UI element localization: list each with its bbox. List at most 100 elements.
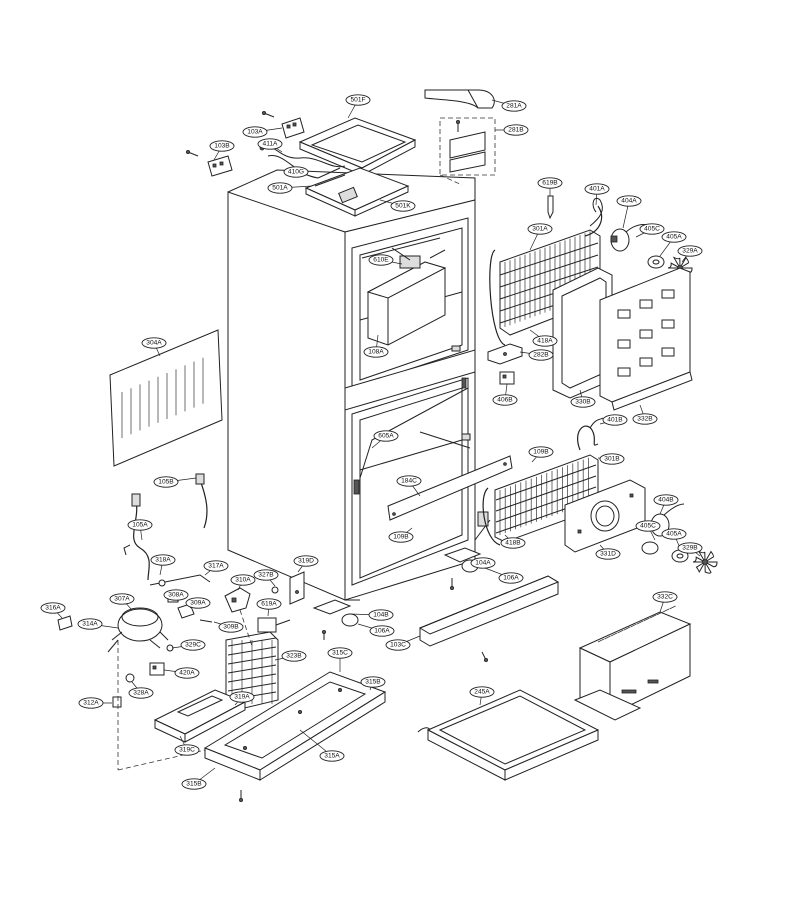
- part-number: 619B: [542, 180, 558, 187]
- part-number: 501A: [272, 185, 288, 192]
- part-number: 319C: [179, 747, 195, 754]
- part-number: 501K: [395, 203, 411, 210]
- part-number: 332B: [637, 416, 653, 423]
- part-label: 301A: [527, 223, 553, 235]
- part-number: 103C: [390, 642, 406, 649]
- label-bubble: [78, 697, 104, 709]
- part-number: 301B: [604, 456, 620, 463]
- part-label: 307A: [109, 593, 135, 605]
- part-number: 315B: [365, 679, 381, 686]
- part-label: 105A: [127, 519, 153, 531]
- part-282B: [487, 343, 523, 365]
- part-number: 332C: [657, 594, 673, 601]
- part-number: 319D: [298, 558, 314, 565]
- part-label: 405A: [661, 231, 687, 243]
- part-label: 406B: [492, 394, 518, 406]
- part-number: 418B: [505, 540, 521, 547]
- switch-103A: [281, 117, 305, 139]
- back-cover-304A: [109, 329, 223, 467]
- part-label: 104B: [368, 609, 394, 621]
- label-bubble: [174, 667, 200, 679]
- part-label: 328A: [128, 687, 154, 699]
- part-number: 501F: [350, 97, 365, 104]
- label-bubble: [363, 346, 389, 358]
- label-bubble: [40, 602, 66, 614]
- part-label: 501A: [267, 182, 293, 194]
- part-label: 405C: [639, 223, 665, 235]
- part-label: 405C: [635, 520, 661, 532]
- part-number: 309A: [190, 600, 206, 607]
- drawer-245A: [417, 689, 600, 781]
- part-label: 105B: [153, 476, 179, 488]
- part-label: 281A: [501, 100, 527, 112]
- part-label: 329B: [677, 542, 703, 554]
- part-label: 281B: [503, 124, 529, 136]
- label-bubble: [616, 195, 642, 207]
- evaporator-301B: [482, 425, 599, 546]
- label-bubble: [369, 625, 395, 637]
- part-label: 316A: [40, 602, 66, 614]
- label-bubble: [527, 223, 553, 235]
- label-bubble: [181, 778, 207, 790]
- part-label: 411A: [257, 138, 283, 150]
- part-label: 304A: [141, 337, 167, 349]
- part-number: 327B: [258, 572, 274, 579]
- label-bubble: [537, 177, 563, 189]
- foot-104B: [312, 599, 359, 627]
- part-label: 401B: [602, 414, 628, 426]
- label-bubble: [639, 223, 665, 235]
- part-label: 323B: [281, 650, 307, 662]
- label-bubble: [281, 650, 307, 662]
- wire-605A: [359, 387, 469, 479]
- control-panel: [304, 167, 410, 217]
- part-label: 410G: [283, 166, 309, 178]
- part-number: 309B: [223, 624, 239, 631]
- part-label: 317A: [203, 560, 229, 572]
- label-bubble: [602, 414, 628, 426]
- ice-maker-assembly: [361, 237, 447, 346]
- part-label: 312A: [78, 697, 104, 709]
- label-bubble: [677, 245, 703, 257]
- label-bubble: [293, 555, 319, 567]
- part-number: 314A: [82, 621, 98, 628]
- label-bubble: [150, 554, 176, 566]
- part-number: 405C: [644, 226, 660, 233]
- heater-401B: [589, 417, 604, 429]
- label-bubble: [503, 124, 529, 136]
- label-bubble: [500, 537, 526, 549]
- part-number: 317A: [208, 563, 224, 570]
- part-number: 282B: [533, 352, 549, 359]
- label-bubble: [635, 520, 661, 532]
- part-label: 619B: [537, 177, 563, 189]
- part-number: 329C: [185, 642, 201, 649]
- label-bubble: [319, 750, 345, 762]
- part-number: 315B: [186, 781, 202, 788]
- part-number: 410G: [288, 169, 304, 176]
- part-number: 329A: [682, 248, 698, 255]
- part-number: 610E: [373, 257, 389, 264]
- part-label: 327B: [253, 569, 279, 581]
- part-number: 109B: [533, 449, 549, 456]
- part-label: 501K: [390, 200, 416, 212]
- top-cover-501F: [298, 117, 417, 176]
- label-bubble: [653, 494, 679, 506]
- label-bubble: [174, 744, 200, 756]
- bottom-rail-103C: [418, 575, 560, 647]
- fan-bracket-405A: [647, 255, 665, 269]
- part-number: 308A: [168, 592, 184, 599]
- label-bubble: [141, 337, 167, 349]
- part-number: 330B: [575, 399, 591, 406]
- label-bubble: [229, 691, 255, 703]
- bracket-319D: [289, 571, 305, 605]
- part-number: 109B: [393, 534, 409, 541]
- label-bubble: [257, 138, 283, 150]
- part-label: 245A: [469, 686, 495, 698]
- part-label: 308A: [163, 589, 189, 601]
- part-number: 106A: [374, 628, 390, 635]
- water-tube-105A: [123, 493, 150, 581]
- part-label: 404B: [653, 494, 679, 506]
- part-619A: [257, 617, 291, 633]
- screws: [185, 111, 488, 803]
